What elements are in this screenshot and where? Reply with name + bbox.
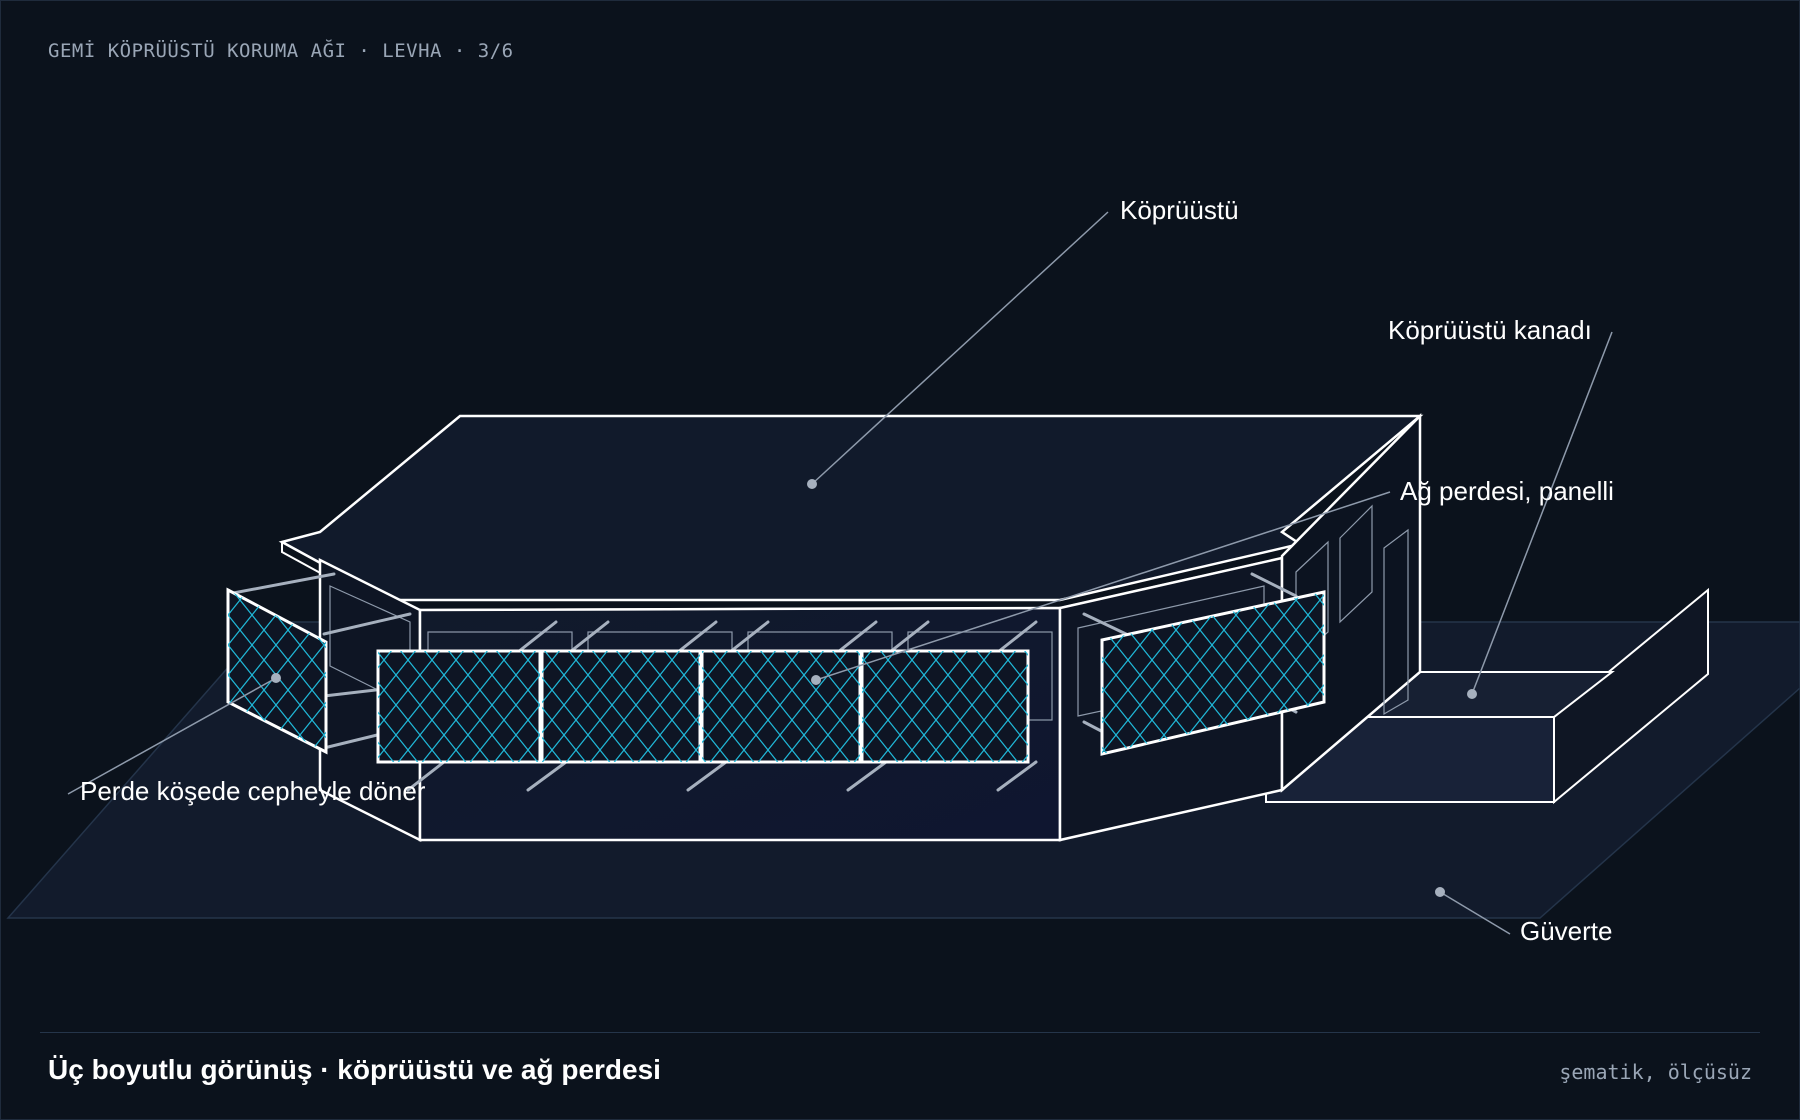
footer-note: şematik, ölçüsüz [1559,1060,1752,1084]
label-net-curtain: Ağ perdesi, panelli [1400,476,1614,506]
label-bridge: Köprüüstü [1120,195,1239,225]
label-corner-note: Perde köşede cepheyle döner [80,776,426,806]
footer-title: Üç boyutlu görünüş · köprüüstü ve ağ per… [48,1054,661,1085]
label-deck: Güverte [1520,916,1613,946]
sheet-header: GEMİ KÖPRÜÜSTÜ KORUMA AĞI · LEVHA · 3/6 [48,40,514,62]
label-bridge-wing: Köprüüstü kanadı [1388,315,1592,345]
bridge-wing [1265,587,1709,805]
net-panels [226,587,1326,764]
footer-divider [40,1032,1760,1033]
